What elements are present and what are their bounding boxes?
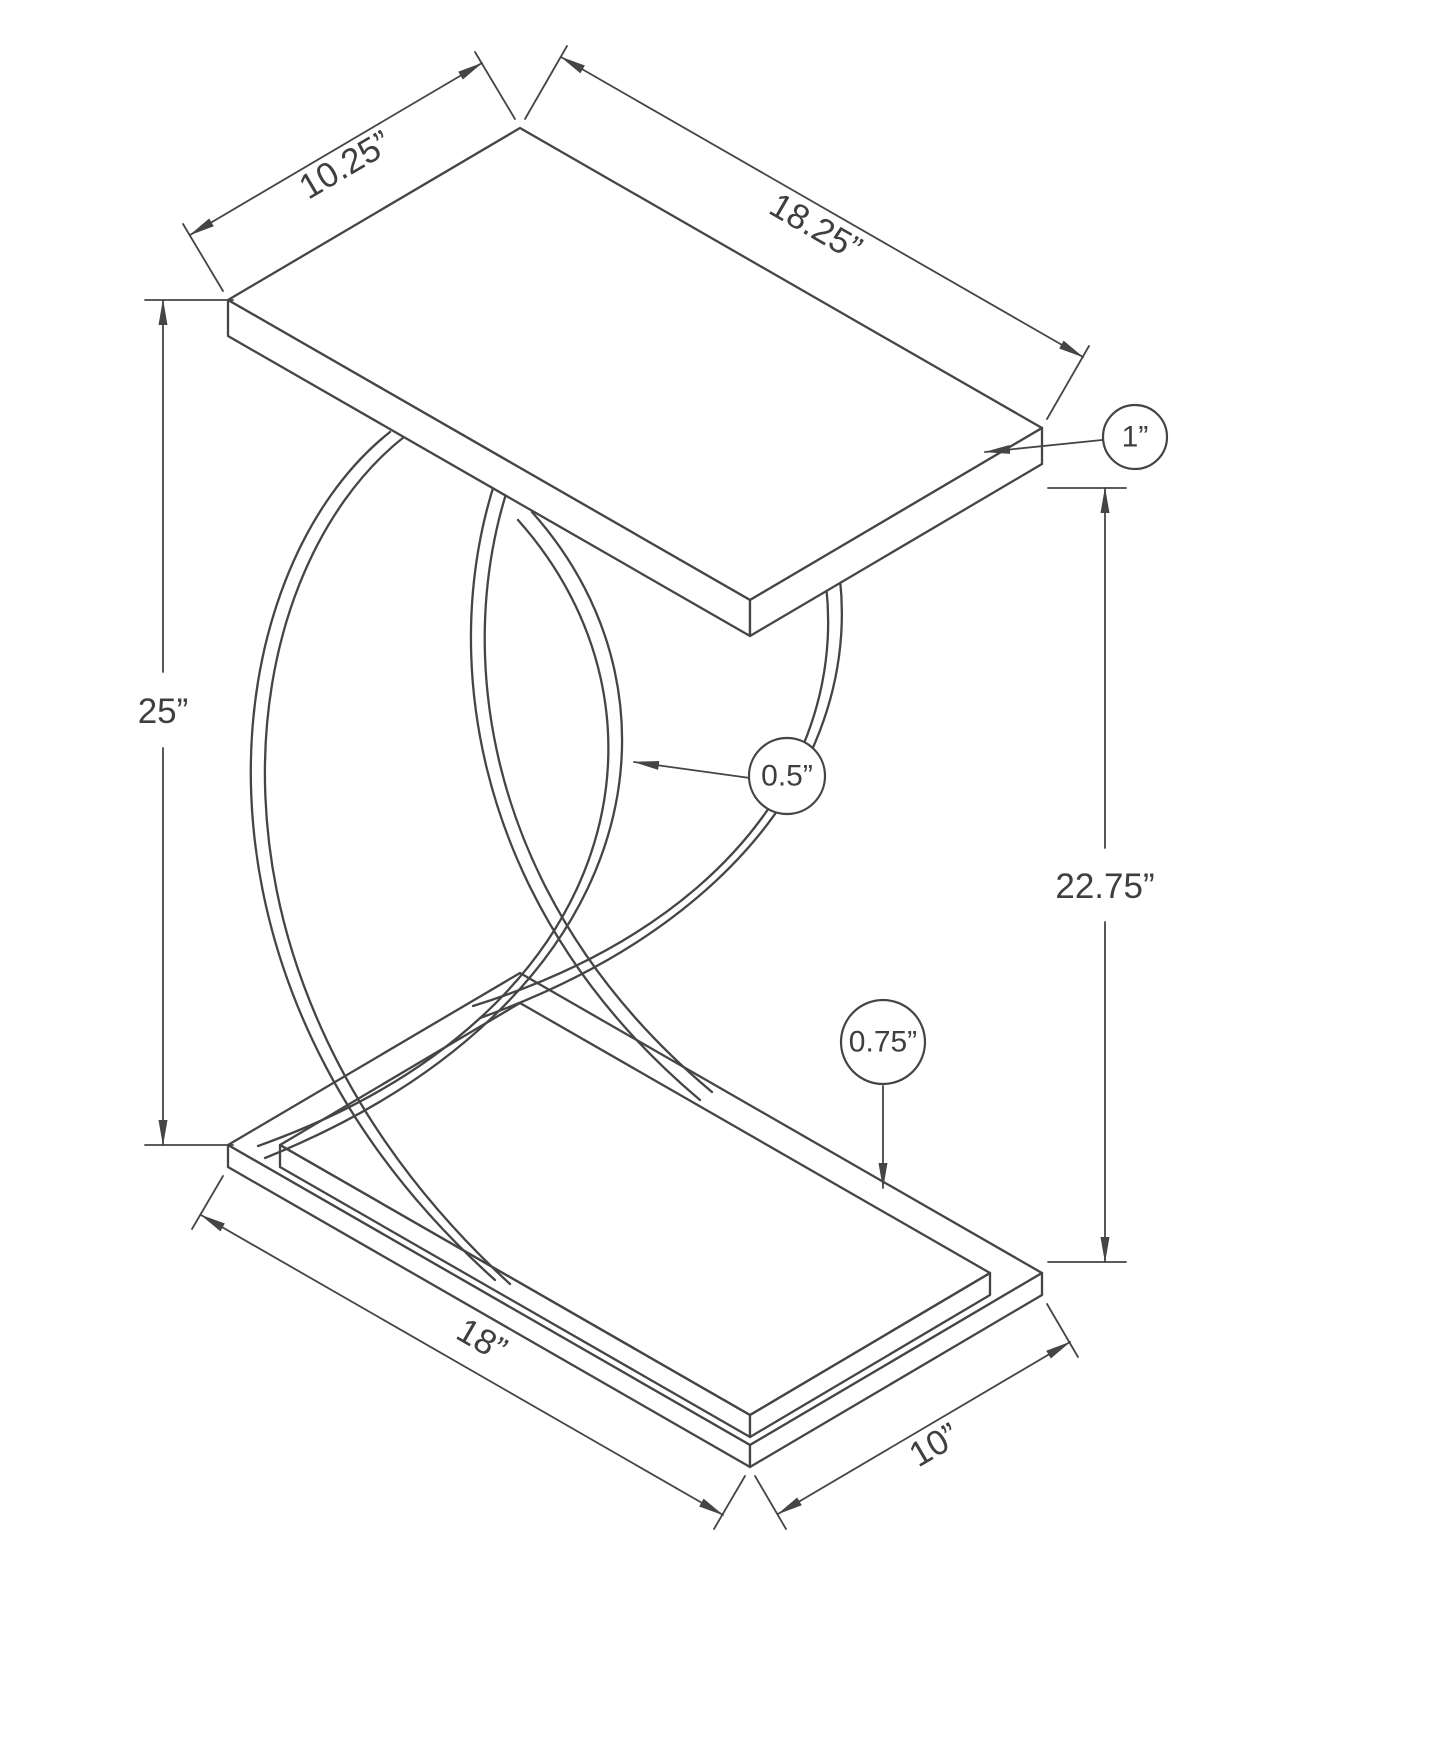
front-leg-c-outer	[249, 430, 497, 1282]
table-top	[226, 126, 1044, 638]
callout-label-tube-diameter: 0.5”	[761, 760, 813, 793]
dim-under-top-height: 22.75”	[1047, 487, 1155, 1263]
leader-line	[633, 760, 751, 779]
dim-label-top-depth: 10.25”	[293, 123, 398, 207]
callout-circle	[747, 736, 827, 816]
dim-overall-height: 25”	[138, 299, 234, 1146]
callout-circle	[1101, 403, 1169, 471]
extension-line	[182, 223, 224, 292]
extension-line	[191, 1175, 224, 1230]
front-leg-s-outer	[263, 510, 624, 1160]
front-leg-c-inner	[263, 435, 512, 1286]
callout-base-thickness: 0.75”	[839, 998, 927, 1189]
callout-label-base-thickness: 0.75”	[849, 1026, 917, 1059]
front-leg-s-inner	[256, 518, 610, 1148]
callout-label-top-thickness: 1”	[1122, 421, 1149, 454]
leader-line	[984, 439, 1103, 454]
extension-line	[713, 1475, 746, 1530]
dim-label-top-length: 18.25”	[763, 185, 868, 268]
callout-top-thickness: 1”	[984, 403, 1169, 471]
legs-front	[249, 430, 624, 1286]
dim-label-under-top-height: 22.75”	[1055, 867, 1154, 906]
dimension-line	[189, 62, 483, 236]
dim-label-overall-height: 25”	[138, 692, 189, 731]
dimension-line	[777, 1341, 1071, 1515]
extension-line	[474, 51, 516, 120]
extension-line	[1046, 1303, 1079, 1358]
dimension-line	[560, 56, 1084, 358]
extension-line	[1046, 345, 1090, 420]
dimension-line	[200, 1214, 724, 1516]
callout-circle	[839, 998, 927, 1086]
extension-line	[524, 45, 568, 120]
extension-line	[754, 1475, 787, 1530]
top-side-face-right	[748, 426, 1044, 638]
dim-label-base-depth: 10”	[902, 1415, 965, 1474]
callout-tube-diameter: 0.5”	[633, 736, 827, 816]
